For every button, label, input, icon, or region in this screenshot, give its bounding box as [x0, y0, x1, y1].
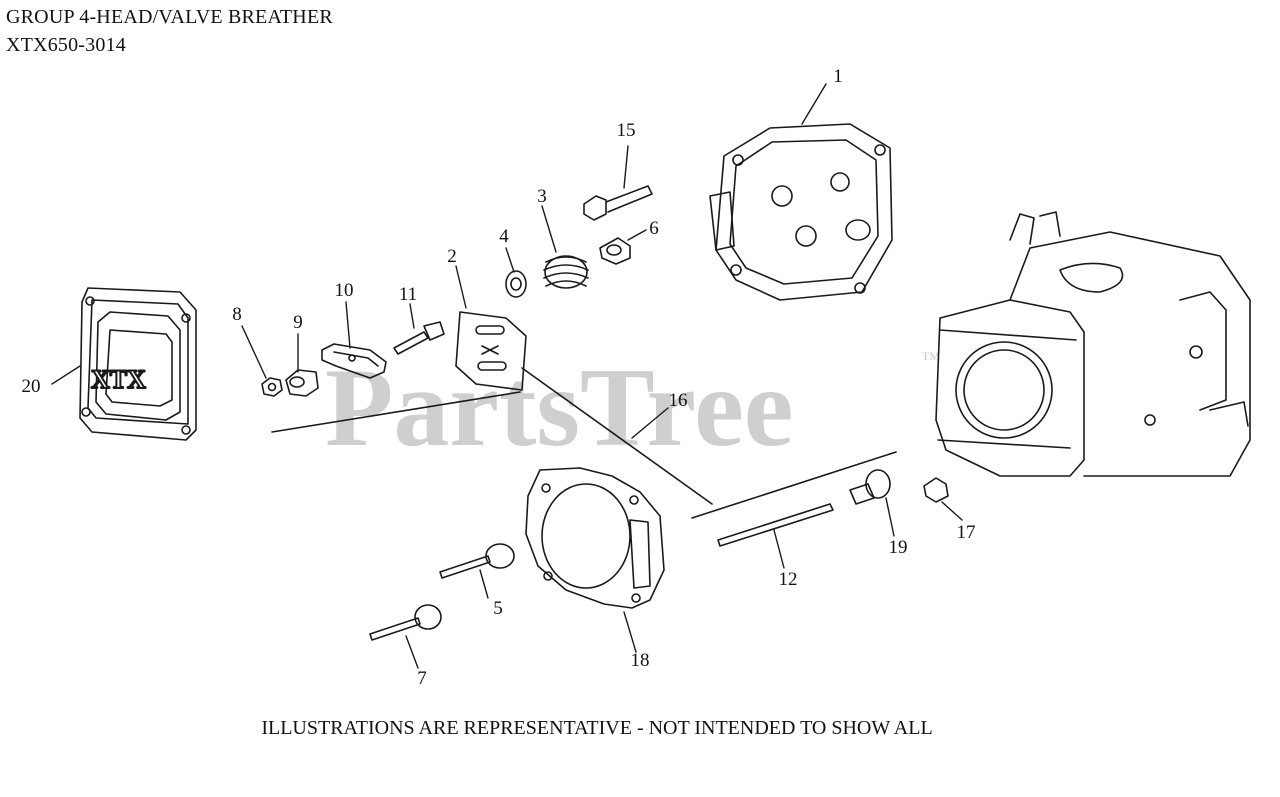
engine-block [935, 211, 1251, 477]
label-20[interactable]: 20 [22, 376, 41, 397]
label-11[interactable]: 11 [399, 284, 417, 305]
part-7-intake-valve[interactable] [369, 604, 442, 641]
part-10-rocker-arm[interactable] [321, 343, 387, 379]
part-8-nut[interactable] [261, 377, 283, 397]
label-16[interactable]: 16 [669, 390, 688, 411]
group-title: GROUP 4-HEAD/VALVE BREATHER [6, 6, 333, 28]
label-8[interactable]: 8 [232, 304, 242, 325]
xtx-logo: XTX [91, 365, 146, 394]
label-6[interactable]: 6 [649, 218, 659, 239]
label-9[interactable]: 9 [293, 312, 303, 333]
model-number: XTX650-3014 [6, 34, 126, 56]
label-7[interactable]: 7 [417, 668, 427, 689]
part-15-bolt[interactable] [583, 185, 653, 221]
label-18[interactable]: 18 [631, 650, 650, 671]
part-9-pivot[interactable] [285, 369, 319, 397]
label-17[interactable]: 17 [957, 522, 976, 543]
part-12-push-rod[interactable] [717, 503, 834, 547]
watermark: PartsTree [325, 346, 794, 470]
label-2[interactable]: 2 [447, 246, 457, 267]
part-5-exhaust-valve[interactable] [439, 543, 515, 579]
label-5[interactable]: 5 [493, 598, 503, 619]
part-19-tappet[interactable] [849, 469, 891, 505]
label-1[interactable]: 1 [833, 66, 843, 87]
part-1-cylinder-head[interactable] [709, 123, 893, 301]
label-10[interactable]: 10 [335, 280, 354, 301]
label-3[interactable]: 3 [537, 186, 547, 207]
part-6-valve-seal[interactable] [599, 237, 631, 265]
label-15[interactable]: 15 [617, 120, 636, 141]
label-12[interactable]: 12 [779, 569, 798, 590]
part-18-head-gasket[interactable] [525, 467, 665, 609]
label-4[interactable]: 4 [499, 226, 509, 247]
disclaimer-note: ILLUSTRATIONS ARE REPRESENTATIVE - NOT I… [261, 717, 933, 739]
watermark-tm: TM [922, 349, 940, 363]
part-17-plug[interactable] [923, 477, 949, 503]
part-20-valve-cover[interactable]: XTX [79, 287, 197, 441]
part-11-rocker-stud[interactable] [393, 321, 445, 355]
part-3-valve-spring[interactable] [543, 255, 589, 289]
label-19[interactable]: 19 [889, 537, 908, 558]
part-4-spring-retainer[interactable] [505, 270, 527, 298]
part-2-guide-plate[interactable] [455, 311, 527, 391]
